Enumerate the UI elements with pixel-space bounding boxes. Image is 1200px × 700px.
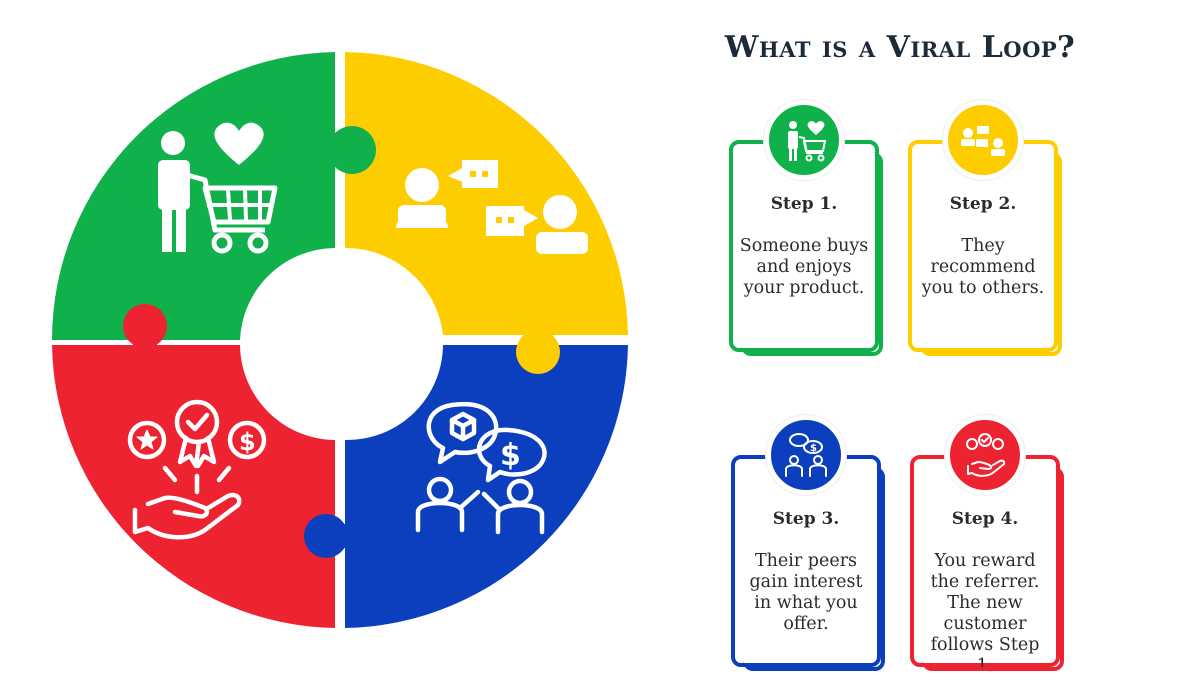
step-card-4: Step 4. You reward the referrer. The new… (910, 415, 1064, 676)
svg-text:$: $ (500, 438, 521, 473)
step-3-title: Step 3. (772, 509, 840, 529)
wheel-segment-green (51, 52, 335, 340)
reward-hand-icon: $ (127, 399, 267, 540)
step-3-badge: $ (766, 415, 846, 495)
wheel-segment-blue (345, 345, 628, 628)
step-card-1: Step 1. Someone buys and enjoys your pro… (729, 100, 883, 356)
svg-text:$: $ (239, 428, 256, 456)
people-chat-icon (396, 160, 588, 254)
step-card-3: $ Step 3. Their peers gain interest in w… (731, 415, 885, 671)
page-title: What is a Viral Loop? (724, 30, 1076, 65)
peers-interest-icon: $ (785, 433, 827, 477)
viral-loop-wheel: $ $ (51, 52, 628, 628)
shopper-cart-heart-icon (158, 122, 278, 254)
wheel-segment-yellow (345, 52, 628, 335)
step-1-text: Someone buys and enjoys your product. (739, 236, 869, 298)
wheel-segment-red (52, 345, 335, 628)
step-card-2: Step 2. They recommend you to others. (908, 100, 1062, 356)
step-2-badge (943, 100, 1023, 180)
step-2-text: They recommend you to others. (921, 236, 1045, 298)
step-4-badge (945, 415, 1025, 495)
step-1-badge (764, 100, 844, 180)
shopper-cart-heart-icon (788, 121, 827, 162)
people-chat-icon (961, 126, 1005, 156)
peers-interest-icon: $ (415, 401, 547, 535)
svg-text:$: $ (810, 443, 817, 454)
reward-hand-icon (966, 433, 1006, 477)
step-2-title: Step 2. (949, 194, 1017, 214)
step-3-text: Their peers gain interest in what you of… (749, 551, 863, 634)
step-1-title: Step 1. (770, 194, 838, 214)
step-4-text: You reward the referrer. The new custome… (930, 551, 1040, 676)
step-4-title: Step 4. (951, 509, 1019, 529)
